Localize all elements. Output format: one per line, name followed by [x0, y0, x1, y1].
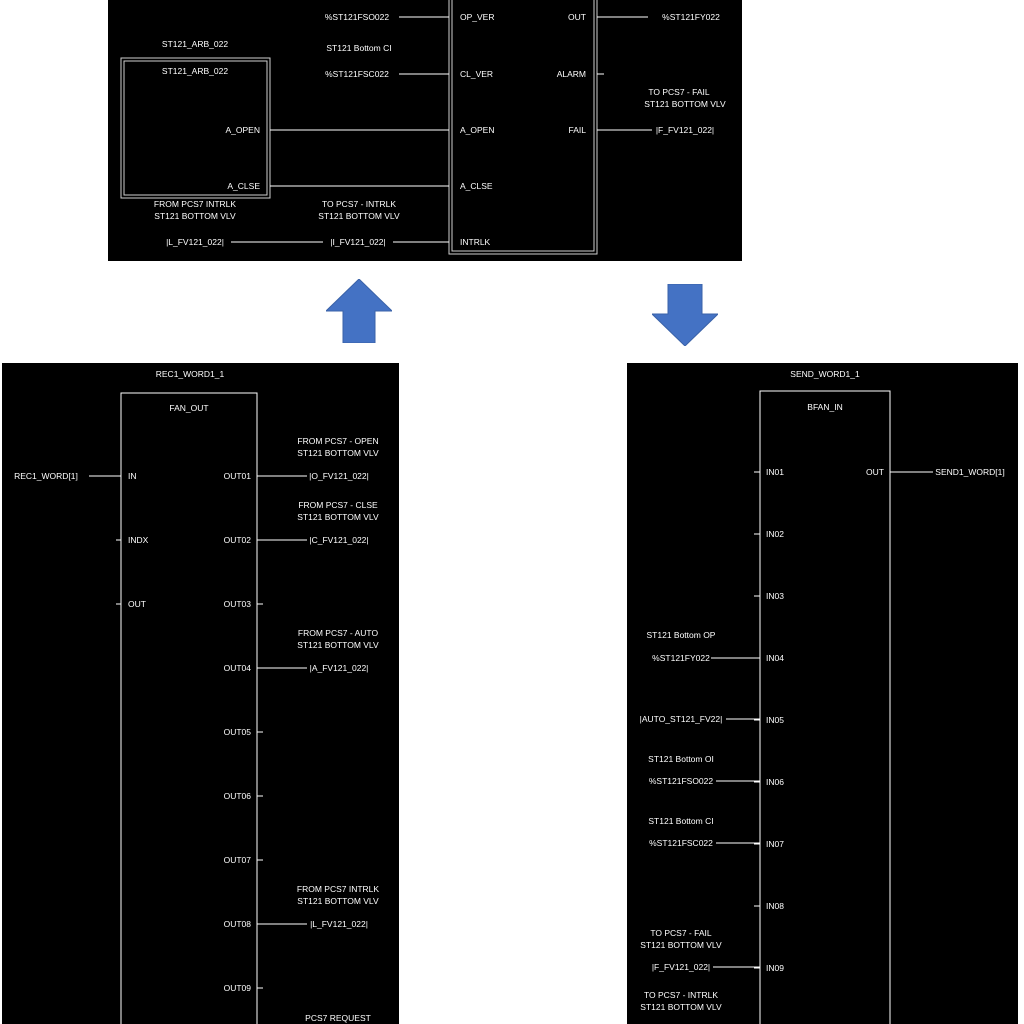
rec-comment-9a: PCS7 REQUEST — [305, 1013, 371, 1023]
down-arrow-icon — [652, 284, 718, 346]
var-fy-out: %ST121FY022 — [662, 12, 720, 22]
fan-out-label: FAN_OUT — [169, 403, 208, 413]
valve-pin-a-clse: A_CLSE — [460, 181, 493, 191]
top-logic-panel: ST121_ARB_022 ST121_ARB_022 A_OPEN A_CLS… — [108, 0, 742, 261]
send-input-pin-label: IN01 — [766, 467, 784, 477]
rec-output-pin-label: OUT09 — [224, 983, 252, 993]
rec-comment-8b: ST121 BOTTOM VLV — [297, 896, 379, 906]
send-input-pin-label: IN03 — [766, 591, 784, 601]
rec-output-pin-label: OUT08 — [224, 919, 252, 929]
comment-to-intrlk-line1: TO PCS7 - INTRLK — [322, 199, 396, 209]
send-title: SEND_WORD1_1 — [790, 369, 860, 379]
send-var-5: |AUTO_ST121_FV22| — [640, 714, 723, 724]
send-comment-10b: ST121 BOTTOM VLV — [640, 1002, 722, 1012]
send-input-pin-label: IN02 — [766, 529, 784, 539]
rec-pin-in: IN — [128, 471, 137, 481]
send-input-pin-label: IN06 — [766, 777, 784, 787]
rec-output-pins: OUT01OUT02OUT03OUT04OUT05OUT06OUT07OUT08… — [224, 471, 252, 993]
valve-pin-cl-ver: CL_VER — [460, 69, 493, 79]
var-fail: |F_FV121_022| — [656, 125, 714, 135]
arb-pin-a-clse: A_CLSE — [227, 181, 260, 191]
send-input-pin-label: IN04 — [766, 653, 784, 663]
send-var-6: %ST121FSO022 — [649, 776, 714, 786]
rec-output-pin-label: OUT05 — [224, 727, 252, 737]
rec-pin-out: OUT — [128, 599, 146, 609]
valve-pin-a-open: A_OPEN — [460, 125, 495, 135]
comment-to-intrlk-line2: ST121 BOTTOM VLV — [318, 211, 400, 221]
bfan-in-label: BFAN_IN — [807, 402, 842, 412]
rec-var-1: |O_FV121_022| — [309, 471, 369, 481]
bfan-in-block — [759, 390, 891, 1024]
send-input-pin-label: IN07 — [766, 839, 784, 849]
valve-pin-intrlk: INTRLK — [460, 237, 491, 247]
rec-comment-8a: FROM PCS7 INTRLK — [297, 884, 380, 894]
comment-from-intrlk-line2: ST121 BOTTOM VLV — [154, 211, 236, 221]
rec-pin-indx: INDX — [128, 535, 149, 545]
fan-out-block — [120, 392, 258, 1024]
arb-pin-a-open: A_OPEN — [226, 125, 261, 135]
top-logic-diagram: ST121_ARB_022 ST121_ARB_022 A_OPEN A_CLS… — [120, 0, 726, 255]
send-comment-9a: TO PCS7 - FAIL — [650, 928, 712, 938]
rec-title: REC1_WORD1_1 — [156, 369, 225, 379]
rec-in-var: REC1_WORD[1] — [14, 471, 78, 481]
rec-output-pin-label: OUT02 — [224, 535, 252, 545]
send-var-9: |F_FV121_022| — [652, 962, 710, 972]
valve-block-inner — [451, 0, 595, 252]
comment-from-intrlk-line1: FROM PCS7 INTRLK — [154, 199, 237, 209]
rec-output-pin-label: OUT03 — [224, 599, 252, 609]
rec-var-8: |L_FV121_022| — [310, 919, 368, 929]
rec-comment-2b: ST121 BOTTOM VLV — [297, 512, 379, 522]
valve-pin-alarm: ALARM — [557, 69, 586, 79]
rec-output-pin-label: OUT04 — [224, 663, 252, 673]
rec-var-4: |A_FV121_022| — [310, 663, 369, 673]
rec-comment-1a: FROM PCS7 - OPEN — [297, 436, 378, 446]
send-input-pin-label: IN05 — [766, 715, 784, 725]
valve-block-outer — [448, 0, 598, 255]
send-comment-9b: ST121 BOTTOM VLV — [640, 940, 722, 950]
valve-pin-fail: FAIL — [569, 125, 587, 135]
send-var-4: %ST121FY022 — [652, 653, 710, 663]
var-fso: %ST121FSO022 — [325, 12, 390, 22]
arb-inner-title: ST121_ARB_022 — [162, 66, 228, 76]
rec-var-2: |C_FV121_022| — [309, 535, 368, 545]
rec-comment-1b: ST121 BOTTOM VLV — [297, 448, 379, 458]
send-out-var: SEND1_WORD[1] — [935, 467, 1004, 477]
rec-comment-2a: FROM PCS7 - CLSE — [298, 500, 378, 510]
valve-pin-op-ver: OP_VER — [460, 12, 495, 22]
comment-fail-line1: TO PCS7 - FAIL — [648, 87, 710, 97]
arb-block-inner — [123, 60, 268, 196]
up-arrow-icon — [326, 279, 392, 343]
send-var-7: %ST121FSC022 — [649, 838, 713, 848]
rec-word-panel: REC1_WORD1_1 FAN_OUT REC1_WORD[1] IN IND… — [2, 363, 399, 1024]
rec-comment-4b: ST121 BOTTOM VLV — [297, 640, 379, 650]
arb-title: ST121_ARB_022 — [162, 39, 228, 49]
send-input-pin-label: IN08 — [766, 901, 784, 911]
send-word-diagram: SEND_WORD1_1 BFAN_IN IN01IN02IN03IN04IN0… — [640, 369, 1005, 1024]
var-fsc: %ST121FSC022 — [325, 69, 389, 79]
rec-output-pin-label: OUT06 — [224, 791, 252, 801]
rec-word-diagram: REC1_WORD1_1 FAN_OUT REC1_WORD[1] IN IND… — [14, 369, 380, 1024]
rec-output-pin-label: OUT01 — [224, 471, 252, 481]
rec-output-pin-label: OUT07 — [224, 855, 252, 865]
send-input-pin-label: IN09 — [766, 963, 784, 973]
valve-pin-out: OUT — [568, 12, 586, 22]
send-comment-10a: TO PCS7 - INTRLK — [644, 990, 718, 1000]
arb-block-outer — [120, 57, 271, 199]
comment-fail-line2: ST121 BOTTOM VLV — [644, 99, 726, 109]
send-pin-out: OUT — [866, 467, 884, 477]
send-comment-7: ST121 Bottom CI — [648, 816, 713, 826]
send-comment-6: ST121 Bottom OI — [648, 754, 714, 764]
send-comment-4: ST121 Bottom OP — [647, 630, 716, 640]
var-intrlk-in: |L_FV121_022| — [166, 237, 224, 247]
comment-bottom-ci: ST121 Bottom CI — [326, 43, 391, 53]
var-intrlk-out: |I_FV121_022| — [330, 237, 385, 247]
rec-comment-4a: FROM PCS7 - AUTO — [298, 628, 379, 638]
